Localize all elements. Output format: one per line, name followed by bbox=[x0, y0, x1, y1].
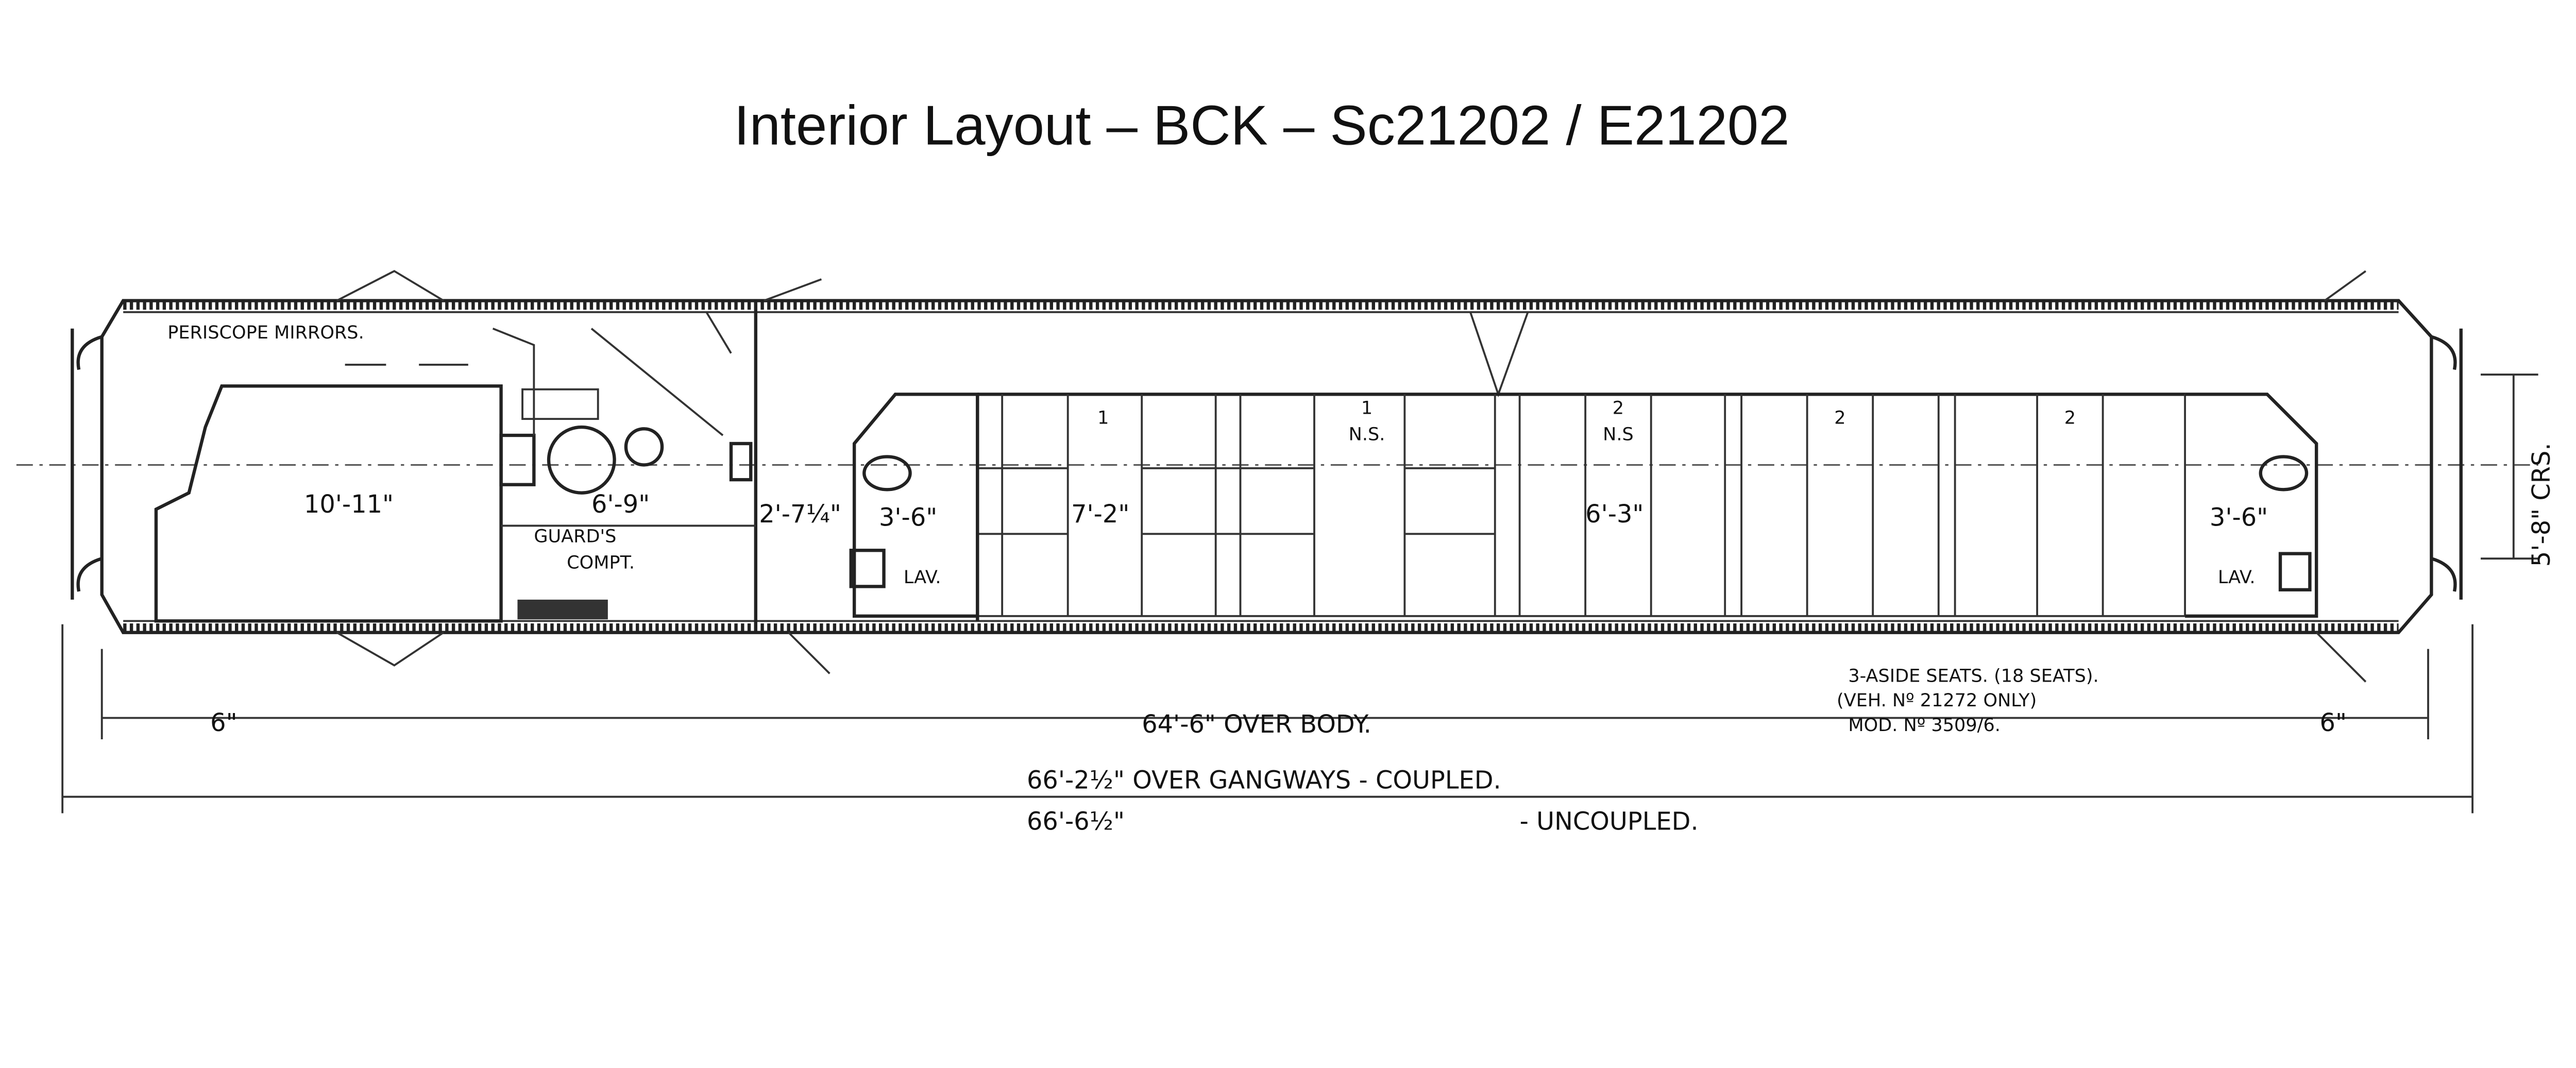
compartment-1ns-class: 1 bbox=[1361, 398, 1372, 419]
bogie-centres-label: 5'-8" CRS. bbox=[2528, 443, 2556, 567]
guards-compt-label: GUARD'S bbox=[534, 525, 616, 547]
length-over-gangways-coupled: 66'-2½" OVER GANGWAYS - COUPLED. bbox=[1027, 767, 1501, 795]
compartments bbox=[976, 393, 2186, 621]
compartment-1-class: 1 bbox=[1097, 408, 1109, 429]
lav-right-width: 3'-6" bbox=[2210, 503, 2268, 532]
modification-note: MOD. Nº 3509/6. bbox=[1848, 715, 2001, 736]
compartment-2b-class: 2 bbox=[2064, 408, 2076, 429]
lavatory-right bbox=[2185, 393, 2318, 618]
periscope-label: PERISCOPE MIRRORS. bbox=[167, 322, 364, 343]
compartment-1-width: 7'-2" bbox=[1071, 500, 1129, 529]
length-uncoupled-value: 66'-6½" bbox=[1027, 807, 1125, 836]
coach-body bbox=[71, 269, 2463, 683]
lav-right-label: LAV. bbox=[2218, 567, 2256, 588]
length-over-body: 64'-6" OVER BODY. bbox=[1142, 710, 1371, 739]
compartment-2ns-class: 2 bbox=[1613, 398, 1624, 419]
compartment-2-width: 6'-3" bbox=[1585, 500, 1643, 529]
vehicle-note: (VEH. Nº 21272 ONLY) bbox=[1837, 690, 2037, 711]
seating-note: 3-ASIDE SEATS. (18 SEATS). bbox=[1848, 665, 2098, 686]
guards-length: 10'-11" bbox=[304, 490, 394, 519]
compartment-2ns-label: N.S bbox=[1603, 424, 1634, 445]
length-dimensions bbox=[61, 624, 2474, 813]
compartment-1ns-label: N.S. bbox=[1349, 424, 1385, 445]
guards-compt-label-2: COMPT. bbox=[567, 552, 635, 573]
end-gangway-right: 6" bbox=[2320, 709, 2347, 737]
bogie-centres-dimension bbox=[2481, 374, 2538, 560]
end-gangway-left: 6" bbox=[210, 709, 237, 737]
length-uncoupled-label: - UNCOUPLED. bbox=[1520, 807, 1699, 836]
guards-compartment bbox=[154, 300, 758, 633]
lav-left-width: 3'-6" bbox=[879, 503, 937, 532]
lav-left-label: LAV. bbox=[904, 567, 941, 588]
coach-layout-diagram: Interior Layout – BCK – Sc21202 / E21202… bbox=[16, 94, 2556, 836]
vestibule-width: 2'-7¼" bbox=[759, 500, 841, 529]
compartment-2a-class: 2 bbox=[1834, 408, 1845, 429]
guards-compt-width: 6'-9" bbox=[591, 490, 650, 519]
page-title: Interior Layout – BCK – Sc21202 / E21202 bbox=[734, 94, 1789, 157]
